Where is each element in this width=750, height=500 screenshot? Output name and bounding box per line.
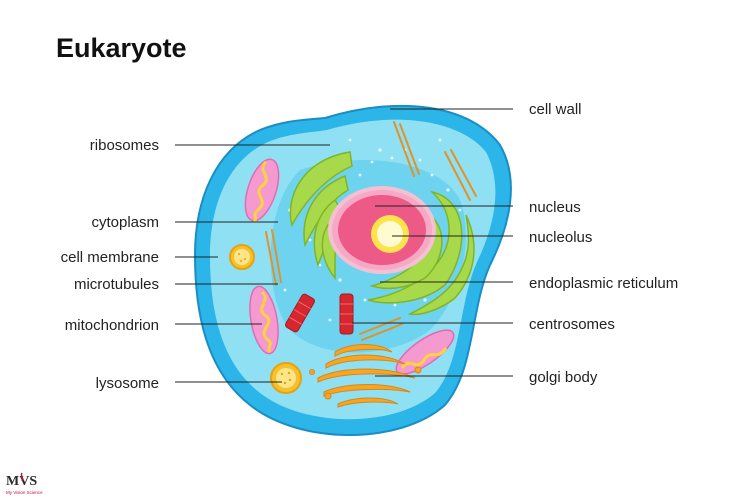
labels: cell wall ribosomes nucleus nucleolus cy… bbox=[61, 101, 679, 392]
label-cytoplasm: cytoplasm bbox=[91, 214, 159, 231]
label-ribosomes: ribosomes bbox=[90, 137, 159, 154]
golgi-body bbox=[309, 344, 422, 408]
label-centrosomes: centrosomes bbox=[529, 316, 615, 333]
label-cell-membrane: cell membrane bbox=[61, 249, 159, 266]
label-golgi-body: golgi body bbox=[529, 369, 598, 386]
label-cell-wall: cell wall bbox=[529, 101, 582, 118]
mitochondrion-top-left bbox=[244, 158, 280, 224]
logo-accent-icon bbox=[20, 472, 24, 482]
label-mitochondrion: mitochondrion bbox=[65, 317, 159, 334]
centrosome-left bbox=[285, 293, 315, 333]
svg-text:MVS: MVS bbox=[6, 474, 37, 489]
label-nucleolus: nucleolus bbox=[529, 229, 592, 246]
mitochondrion-left bbox=[249, 285, 279, 355]
svg-text:My Vision Science: My Vision Science bbox=[6, 490, 43, 495]
label-lysosome: lysosome bbox=[96, 375, 159, 392]
lysosome-top bbox=[229, 244, 255, 270]
mvs-logo: MVS My Vision Science bbox=[6, 472, 43, 495]
microtubule-rods bbox=[265, 121, 477, 341]
page-title: Eukaryote bbox=[56, 33, 187, 63]
label-nucleus: nucleus bbox=[529, 199, 581, 216]
mitochondrion-bottom-right bbox=[395, 329, 455, 375]
label-endoplasmic-reticulum: endoplasmic reticulum bbox=[529, 275, 678, 292]
leader-lines bbox=[175, 108, 513, 383]
lysosome-bottom bbox=[270, 362, 302, 394]
label-microtubules: microtubules bbox=[74, 276, 159, 293]
centrosome-right bbox=[339, 293, 354, 335]
nucleolus-core bbox=[377, 221, 403, 247]
